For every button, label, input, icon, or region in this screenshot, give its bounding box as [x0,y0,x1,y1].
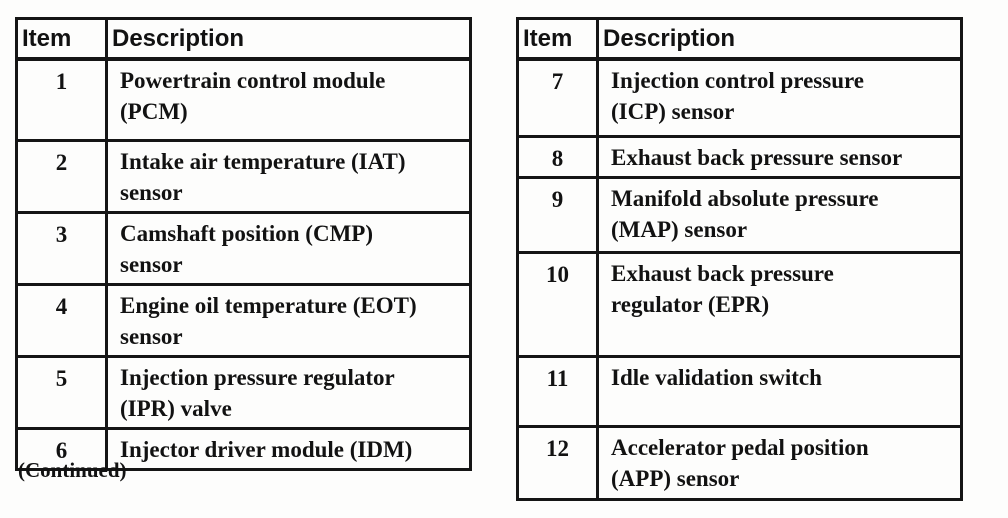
table-row: 8 Exhaust back pressure sensor [516,135,963,179]
item-number: 6 [15,427,108,471]
table-row: 4 Engine oil temperature (EOT) sensor [15,283,472,358]
item-description: Exhaust back pressure sensor [596,135,963,179]
table-row: 6 Injector driver module (IDM) [15,427,472,471]
item-number: 4 [15,283,108,358]
item-number: 8 [516,135,599,179]
item-number: 2 [15,139,108,214]
item-description: Idle validation switch [596,355,963,428]
item-description: Accelerator pedal position (APP) sensor [596,425,963,501]
table-row: 11 Idle validation switch [516,355,963,428]
continued-note: (Continued) [18,458,127,482]
table-row: 10 Exhaust back pressure regulator (EPR) [516,251,963,358]
table-header: Item Description [15,17,472,61]
item-number: 12 [516,425,599,501]
parts-table-items-1-6: Item Description 1 Powertrain control mo… [15,17,472,471]
item-number: 7 [516,57,599,138]
item-description: Injector driver module (IDM) [105,427,472,471]
item-number: 5 [15,355,108,430]
item-description: Injection pressure regulator (IPR) valve [105,355,472,430]
item-number: 11 [516,355,599,428]
item-number: 3 [15,211,108,286]
item-number: 10 [516,251,599,358]
header-row: Item Description [516,17,963,61]
header-row: Item Description [15,17,472,61]
item-column-header: Item [15,17,108,61]
item-description: Powertrain control module (PCM) [105,57,472,142]
item-description: Intake air temperature (IAT) sensor [105,139,472,214]
table-row: 2 Intake air temperature (IAT) sensor [15,139,472,214]
description-column-header: Description [105,17,472,61]
table-header: Item Description [516,17,963,61]
table-row: 9 Manifold absolute pressure (MAP) senso… [516,176,963,254]
table-row: 12 Accelerator pedal position (APP) sens… [516,425,963,501]
item-description: Camshaft position (CMP) sensor [105,211,472,286]
item-description: Injection control pressure (ICP) sensor [596,57,963,138]
table-row: 5 Injection pressure regulator (IPR) val… [15,355,472,430]
item-number: 9 [516,176,599,254]
parts-table-items-7-12: Item Description 7 Injection control pre… [516,17,963,501]
description-column-header: Description [596,17,963,61]
item-column-header: Item [516,17,599,61]
table-row: 1 Powertrain control module (PCM) [15,57,472,142]
item-number: 1 [15,57,108,142]
item-description: Exhaust back pressure regulator (EPR) [596,251,963,358]
item-description: Manifold absolute pressure (MAP) sensor [596,176,963,254]
table-row: 3 Camshaft position (CMP) sensor [15,211,472,286]
item-description: Engine oil temperature (EOT) sensor [105,283,472,358]
table-row: 7 Injection control pressure (ICP) senso… [516,57,963,138]
